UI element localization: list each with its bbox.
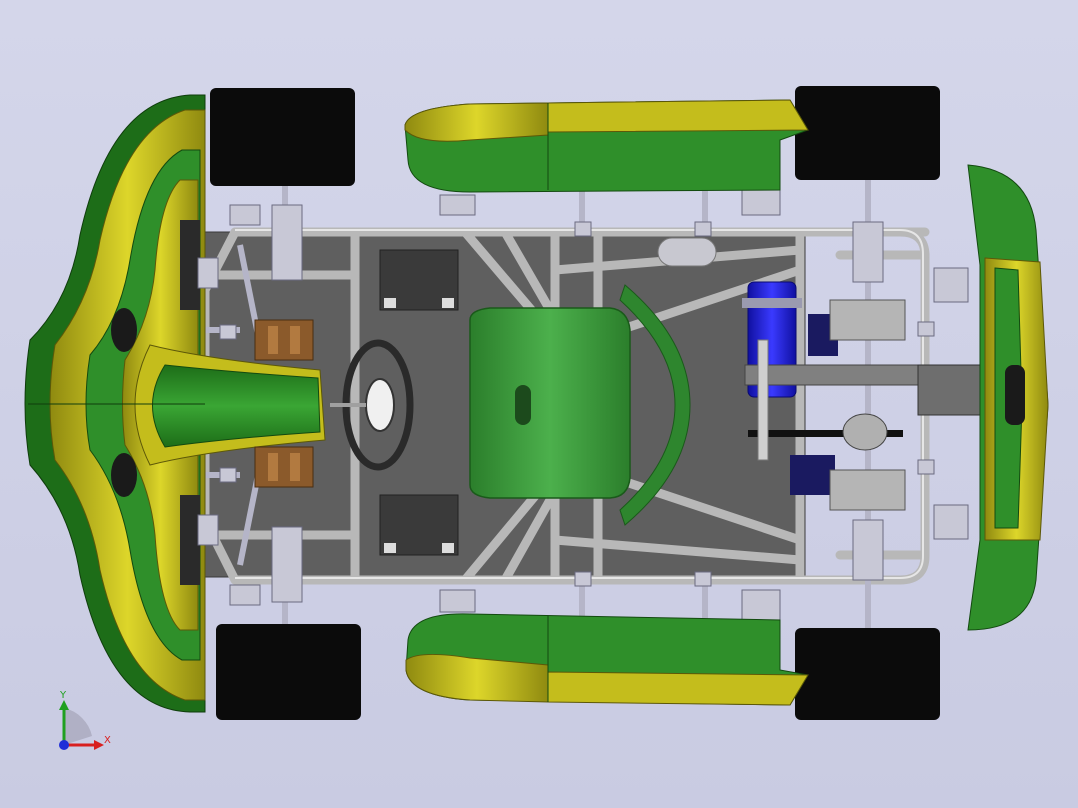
side-pod-right[interactable]	[405, 613, 809, 706]
front-nose-fairing[interactable]	[24, 94, 326, 713]
steering-wheel[interactable]	[330, 339, 414, 471]
side-pod-left[interactable]	[404, 99, 809, 193]
x-axis-label: X	[104, 735, 111, 746]
pedal-bottom[interactable]	[254, 446, 314, 488]
nose-mount-knob-bottom[interactable]	[111, 453, 137, 497]
seat[interactable]	[469, 284, 691, 526]
rear-right-tire[interactable]	[795, 628, 940, 720]
origin-dot	[59, 740, 69, 750]
y-axis-label: Y	[59, 690, 67, 701]
front-right-tire[interactable]	[216, 624, 361, 720]
pedal-top[interactable]	[254, 319, 314, 361]
coordinate-triad: Y X	[59, 690, 111, 750]
rear-bumper[interactable]	[967, 164, 1049, 631]
front-left-tire[interactable]	[210, 88, 355, 186]
rear-axle-assembly[interactable]	[744, 299, 989, 511]
number-plate[interactable]	[657, 237, 717, 267]
nose-mount-knob-top[interactable]	[111, 308, 137, 352]
rear-left-tire[interactable]	[795, 86, 940, 180]
